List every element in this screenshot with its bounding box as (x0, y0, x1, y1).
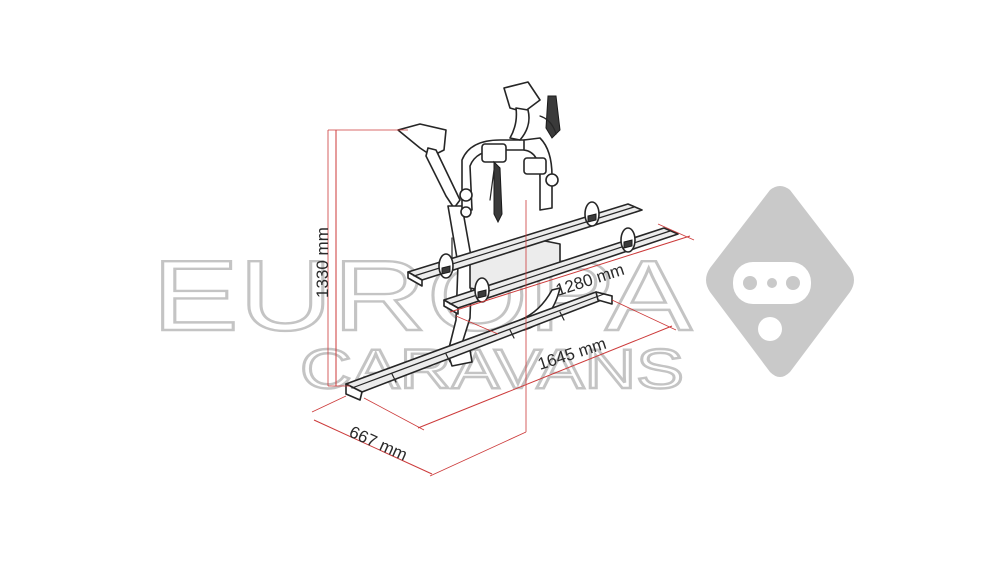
caravan-diamond-icon (706, 186, 854, 377)
dimension-lines (311, 129, 695, 477)
dimension-depth-label: 667 mm (346, 422, 410, 464)
bike-carrier-drawing (345, 81, 679, 401)
clamp-left (459, 188, 473, 218)
clamp-right (523, 95, 561, 187)
dimension-height-label: 1330 mm (313, 227, 332, 298)
rail-front (443, 227, 679, 315)
clamp-center (481, 143, 507, 224)
rail-back (407, 201, 643, 287)
base-platform (345, 291, 613, 401)
